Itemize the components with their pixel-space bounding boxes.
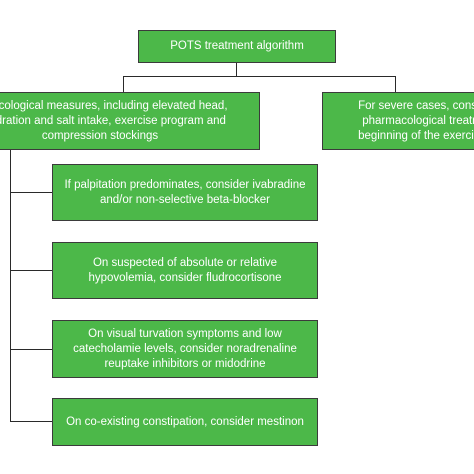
connector-right-down [395, 76, 396, 92]
severe-cases-node: For severe cases, consid pharmacological… [322, 92, 474, 150]
connector-branch-2 [10, 270, 52, 271]
connector-horizontal [123, 76, 396, 77]
connector-left-down [123, 76, 124, 92]
connector-spine [10, 150, 11, 422]
visual-symptoms-node: On visual turvation symptoms and low cat… [52, 320, 318, 378]
constipation-node: On co-existing constipation, consider me… [52, 398, 318, 446]
connector-branch-1 [10, 192, 52, 193]
root-node: POTS treatment algorithm [138, 30, 336, 63]
connector-branch-4 [10, 421, 52, 422]
connector-root-down [236, 63, 237, 76]
hypovolemia-node: On suspected of absolute or relative hyp… [52, 242, 318, 299]
palpitation-node: If palpitation predominates, consider iv… [52, 164, 318, 221]
connector-branch-3 [10, 349, 52, 350]
non-pharmacological-node: armacological measures, including elevat… [0, 92, 260, 150]
